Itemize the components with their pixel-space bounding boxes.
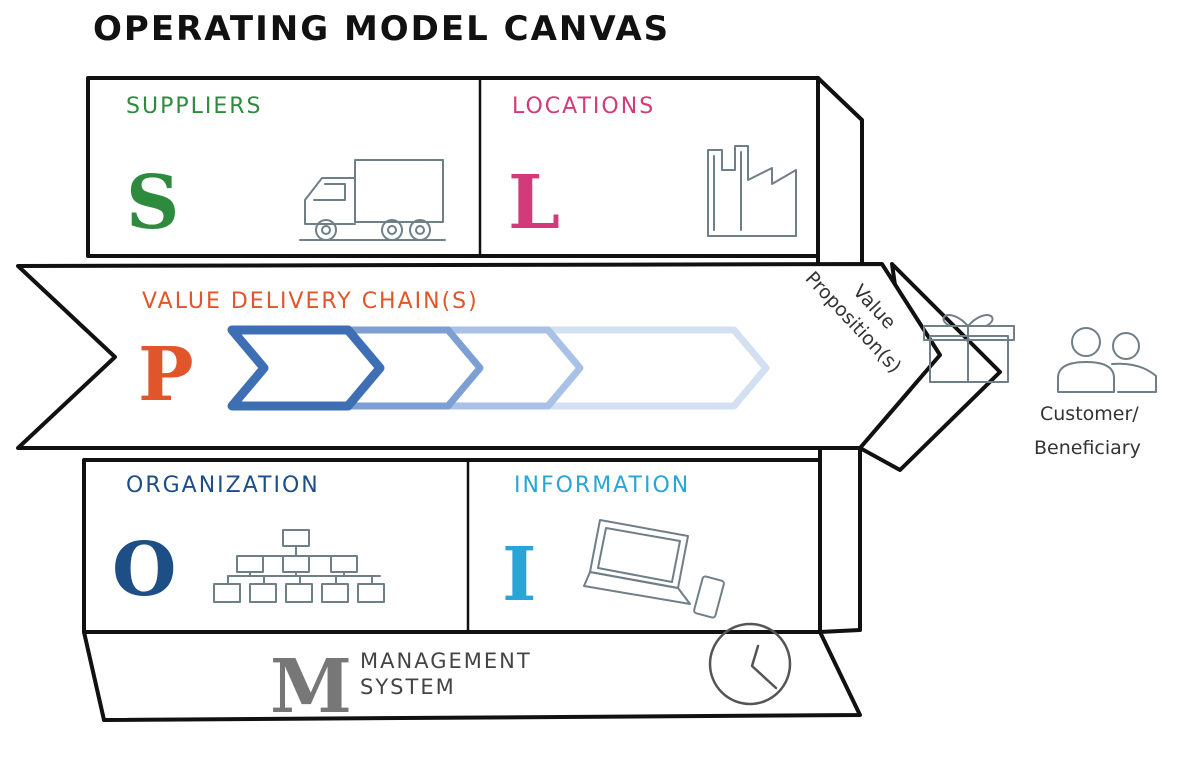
bottom-block-side	[818, 446, 862, 634]
information-letter: I	[502, 532, 537, 618]
management-section: M MANAGEMENT SYSTEM	[270, 622, 792, 730]
top-block-front	[86, 76, 820, 258]
management-letter: M	[270, 644, 352, 730]
page-title: OPERATING MODEL CANVAS	[93, 9, 670, 49]
gift-box-icon	[923, 314, 1015, 383]
suppliers-letter: S	[126, 160, 179, 246]
customer-line1: Customer/	[1040, 403, 1139, 425]
management-front	[82, 630, 862, 722]
organization-section: ORGANIZATION O	[112, 473, 385, 613]
truck-icon	[299, 159, 446, 241]
process-chevrons	[227, 325, 770, 411]
organization-letter: O	[112, 527, 176, 613]
org-chart-icon	[213, 529, 385, 603]
suppliers-label: SUPPLIERS	[126, 94, 263, 119]
locations-letter: L	[508, 160, 560, 246]
laptop-phone-icon	[583, 519, 725, 619]
process-chevron	[227, 325, 385, 411]
top-block	[86, 76, 864, 267]
suppliers-section: SUPPLIERS S	[126, 94, 446, 246]
clock-icon	[708, 622, 792, 706]
customer-line2: Beneficiary	[1034, 437, 1141, 459]
top-block-side	[816, 76, 864, 267]
bottom-block	[82, 446, 862, 634]
people-icon	[1057, 327, 1157, 393]
management-line1: MANAGEMENT	[360, 649, 532, 673]
information-section: INFORMATION I	[502, 473, 725, 619]
management-block	[82, 630, 862, 722]
value-chain-label: VALUE DELIVERY CHAIN(S)	[142, 289, 479, 314]
information-label: INFORMATION	[514, 473, 690, 498]
value-chain-section: VALUE DELIVERY CHAIN(S) P	[138, 289, 770, 418]
value-chain-letter: P	[138, 332, 194, 418]
bottom-block-front	[82, 458, 822, 634]
organization-label: ORGANIZATION	[126, 473, 320, 498]
factory-icon	[707, 145, 797, 237]
management-line2: SYSTEM	[360, 675, 456, 699]
locations-label: LOCATIONS	[512, 94, 655, 119]
band-notch-line	[21, 269, 86, 331]
locations-section: LOCATIONS L	[508, 94, 797, 246]
